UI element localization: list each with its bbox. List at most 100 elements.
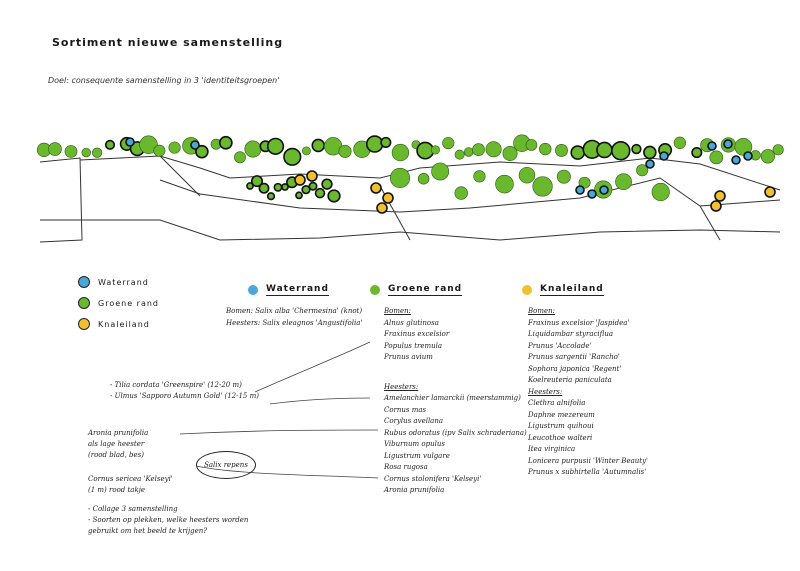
tree-symbol [485, 141, 502, 158]
tree-symbol [495, 174, 514, 194]
list-item: Daphne mezereum [528, 410, 595, 419]
note-line: Cornus sericea 'Kelseyi' [88, 475, 173, 483]
list-item: Rubus odoratus (ipv Salix schraderiana) [384, 428, 527, 437]
notes-bottom: - Collage 3 samenstelling - Soorten op p… [88, 504, 248, 537]
legend-label: Waterrand [98, 277, 149, 287]
tree-symbol [772, 144, 784, 156]
tree-symbol [380, 136, 392, 148]
list-item: Amelanchier lamarckii (meerstammig) [384, 394, 521, 402]
salix-repens-oval: Salix repens [196, 451, 256, 479]
list-item: Prunus 'Accolade' [528, 341, 592, 350]
list-item: Bomen: Salix alba 'Chermesina' (knot) [226, 307, 363, 315]
tree-symbol [218, 135, 233, 150]
tree-symbol [575, 185, 585, 195]
tree-symbol [645, 159, 655, 169]
legend-item-knaleiland: Knaleiland [78, 318, 150, 330]
list-item: Alnus glutinosa [384, 318, 439, 327]
tree-symbol [691, 146, 703, 159]
note-line: - Ulmus 'Sapporo Autumn Gold' (12-15 m) [110, 392, 259, 400]
heading-label: Groene rand [388, 284, 463, 296]
heading-label: Knaleiland [540, 284, 604, 296]
tree-symbol [636, 164, 649, 177]
tree-symbol [454, 186, 468, 200]
tree-symbol [104, 139, 116, 150]
arrow-line [254, 341, 371, 393]
tree-symbol [308, 181, 318, 191]
page-title: Sortiment nieuwe samenstelling [52, 36, 284, 49]
notes-aronia: Aronia prunifolia als lage heester (rood… [88, 428, 148, 461]
list-item: Heesters: Salix eleagnos 'Angustifolia' [226, 318, 363, 327]
legend-label: Groene rand [98, 298, 160, 308]
heading-label: Waterrand [266, 284, 329, 296]
tree-symbol [391, 143, 410, 162]
trees-heading: Bomen: [528, 307, 556, 315]
list-item: Leucothoe walteri [528, 433, 593, 442]
tree-symbols [36, 134, 784, 214]
tree-symbol [139, 135, 158, 154]
tree-symbol [48, 142, 62, 156]
tree-symbol [246, 182, 254, 190]
list-item: Clethra alnifolia [528, 399, 586, 407]
legend-blue-dot [78, 276, 90, 288]
legend-item-waterrand: Waterrand [78, 276, 149, 288]
tree-symbol [81, 147, 91, 158]
tree-symbol [709, 150, 724, 165]
tree-symbol [125, 137, 135, 147]
waterrand-list: Bomen: Salix alba 'Chermesina' (knot) He… [226, 306, 362, 329]
legend-green-dot [78, 297, 90, 309]
tree-symbol [714, 190, 726, 202]
tree-symbol [266, 137, 285, 155]
site-plan-sketch [36, 134, 784, 243]
tree-symbol [472, 143, 485, 157]
tree-symbol [92, 147, 103, 158]
arrow-line [195, 465, 379, 479]
note-line: - Soorten op plekken, welke heesters wor… [88, 516, 249, 524]
marker-green [370, 285, 380, 295]
list-item: Cornus stolonifera 'Kelseyi' [384, 474, 482, 483]
list-item: Ligustrum quihoui [528, 422, 594, 430]
tree-symbol [532, 176, 553, 197]
tree-symbol [743, 151, 753, 161]
list-item: Aronia prunifolia [384, 486, 445, 494]
tree-symbol [327, 189, 341, 203]
tree-symbol [338, 144, 352, 158]
tree-symbol [587, 189, 597, 199]
note-line: - Tilia cordata 'Greenspire' (12-20 m) [110, 381, 242, 389]
tree-symbol [707, 141, 717, 151]
tree-symbol [615, 173, 632, 191]
list-item: Koelreuteria paniculata [528, 376, 612, 384]
tree-symbol [234, 151, 246, 164]
tree-symbol [764, 186, 776, 198]
groene-rand-list: Bomen: Alnus glutinosa Fraxinus excelsio… [384, 306, 527, 497]
tree-symbol [283, 147, 302, 166]
tree-symbol [306, 170, 318, 182]
tree-symbol [190, 140, 200, 150]
tree-symbol [376, 202, 388, 214]
tree-symbol [611, 140, 631, 161]
heading-groene-rand: Groene rand [370, 284, 463, 296]
tree-symbol [195, 144, 209, 159]
tree-symbol [295, 191, 303, 200]
tree-symbol [539, 142, 552, 156]
tree-symbol [281, 183, 289, 191]
tree-symbol [599, 185, 609, 195]
shrubs-heading: Heesters: [384, 382, 419, 391]
legend-item-groene-rand: Groene rand [78, 297, 159, 309]
tree-symbol [556, 169, 571, 184]
tree-symbol [389, 167, 411, 188]
tree-symbol [731, 155, 741, 165]
heading-knaleiland: Knaleiland [522, 284, 604, 296]
tree-symbol [454, 149, 465, 160]
list-item: Prunus sargentii 'Rancho' [528, 353, 620, 361]
tree-symbol [651, 182, 670, 202]
note-line: - Collage 3 samenstelling [88, 505, 178, 513]
tree-symbol [673, 136, 687, 149]
tree-symbol [382, 192, 394, 204]
tree-symbol [442, 136, 455, 150]
tree-symbol [417, 172, 430, 185]
tree-symbol [525, 139, 538, 151]
tree-symbol [710, 200, 722, 212]
tree-symbol [643, 145, 657, 160]
tree-symbol [431, 162, 450, 181]
note-line: (rood blad, bes) [88, 451, 144, 459]
